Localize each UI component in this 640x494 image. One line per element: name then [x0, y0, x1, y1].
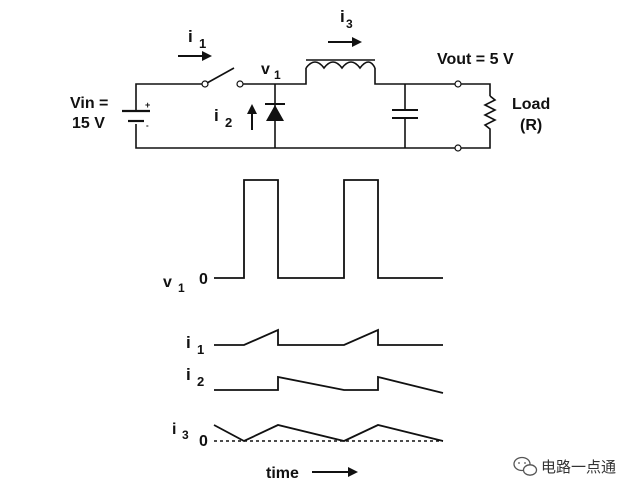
watermark-text: 电路一点通: [541, 458, 616, 476]
i2-label-main: i: [214, 106, 219, 125]
i3-wave-label-sub: 3: [182, 428, 189, 442]
vin-label: Vin =: [70, 95, 108, 112]
v1-waveform: [214, 179, 443, 279]
v1-wave-label-sub: 1: [178, 281, 185, 295]
i2-wave-label-main: i: [186, 365, 191, 384]
i3-label-main: i: [340, 7, 345, 26]
wire-switch-to-inductor: [243, 68, 307, 85]
circuit-schematic: + - Vin = 15 V i 1 i 3 i 2 v: [70, 7, 550, 152]
i2-arrow: [247, 104, 257, 130]
wechat-icon: [513, 456, 538, 476]
vout-label: Vout = 5 V: [437, 51, 514, 68]
battery-minus-sign: -: [146, 121, 149, 130]
switch-contact-right: [236, 80, 244, 88]
i3-label-sub: 3: [346, 17, 353, 31]
vin-value: 15 V: [72, 115, 105, 132]
time-arrow: [312, 467, 358, 477]
output-terminal-bottom: [454, 144, 462, 152]
v1-zero-label: 0: [199, 271, 208, 288]
load-label: Load: [512, 96, 550, 113]
battery-plus-sign: +: [145, 100, 150, 110]
wire-top-left: [135, 83, 202, 110]
i1-label-main: i: [188, 27, 193, 46]
diode-triangle: [266, 105, 284, 121]
load-r-label: (R): [520, 117, 542, 134]
watermark: 电路一点通: [513, 456, 616, 476]
switch-blade: [206, 67, 235, 84]
i1-arrow: [178, 51, 212, 61]
i2-label-sub: 2: [225, 115, 232, 130]
i1-wave-label-sub: 1: [197, 342, 204, 357]
v1-label-sub: 1: [274, 68, 281, 82]
output-terminal-top: [454, 80, 462, 88]
v1-label-main: v: [261, 61, 270, 78]
v1-wave-label-main: v: [163, 274, 172, 291]
i3-zero-label: 0: [199, 433, 208, 450]
switch-contact-left: [201, 80, 209, 88]
load-resistor: [483, 95, 497, 146]
i1-label-sub: 1: [199, 36, 206, 51]
wire-to-load-top: [461, 83, 491, 96]
i1-wave-label-main: i: [186, 333, 191, 352]
i3-wave-label-main: i: [172, 421, 176, 438]
i2-wave-label-sub: 2: [197, 374, 204, 389]
wire-bottom: [135, 124, 455, 149]
wire-to-load-bottom: [461, 146, 491, 149]
i3-waveform: [213, 424, 444, 443]
i3-arrow: [328, 37, 362, 47]
inductor: [305, 61, 376, 70]
wire-inductor-to-output: [374, 68, 455, 85]
time-label: time: [266, 465, 299, 482]
i1-waveform: [214, 328, 443, 346]
i2-waveform: [214, 375, 444, 394]
waveforms: v 1 0 i 1 i 2 i 3 0 time: [163, 179, 444, 482]
